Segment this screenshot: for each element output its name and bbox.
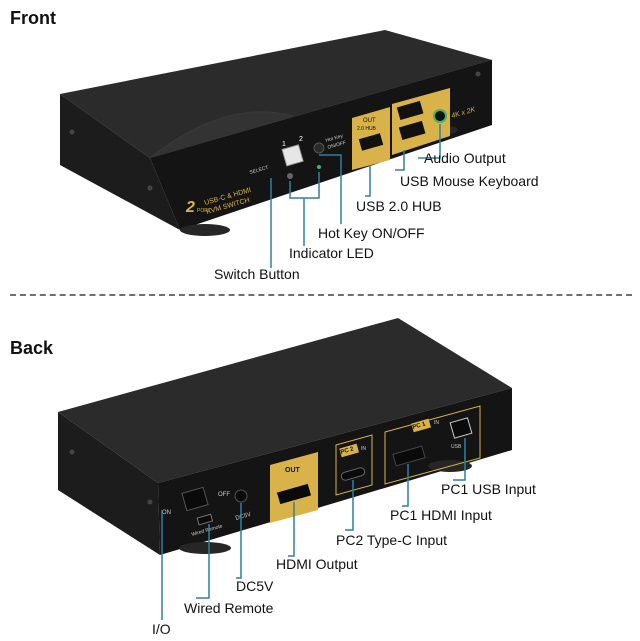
callout-dc5v: DC5V [236, 578, 273, 594]
port-num-1: 1 [282, 141, 286, 148]
callout-hdmi-output: HDMI Output [276, 556, 358, 572]
indicator-led-2 [317, 165, 321, 169]
front-screw-1 [70, 130, 75, 135]
on-label: ON [162, 510, 171, 516]
callout-wired-remote: Wired Remote [184, 600, 273, 616]
callout-audio-output: Audio Output [424, 150, 506, 166]
leader-usb-hub [365, 165, 370, 196]
back-screw-2 [148, 500, 153, 505]
port-num-2: 2 [299, 136, 303, 143]
callout-indicator-led: Indicator LED [289, 245, 374, 261]
back-foot-left [179, 542, 231, 554]
hub-label: 2.0 HUB [357, 126, 377, 132]
back-screw-1 [70, 450, 75, 455]
callout-pc1-usb-input: PC1 USB Input [441, 481, 536, 497]
callout-pc1-hdmi-input: PC1 HDMI Input [390, 507, 492, 523]
section-divider [10, 294, 632, 296]
hotkey-button[interactable] [314, 143, 324, 153]
back-device-illustration: ON OFF DC5V Wired Remote OUT PC 2 IN PC … [0, 300, 640, 641]
callout-usb-mouse-keyboard: USB Mouse Keyboard [400, 173, 539, 189]
callout-switch-button: Switch Button [214, 266, 300, 282]
off-label: OFF [218, 492, 230, 498]
dc5v-jack[interactable] [235, 490, 247, 502]
callout-hotkey: Hot Key ON/OFF [318, 225, 425, 241]
callout-pc2-typec-input: PC2 Type-C Input [336, 532, 447, 548]
hdmi-out-label: OUT [285, 467, 301, 474]
indicator-led-1 [287, 173, 293, 179]
brand-number: 2 [185, 199, 195, 216]
audio-output-jack[interactable] [434, 110, 446, 122]
pc2-in-label: IN [361, 446, 366, 452]
callout-io: I/O [152, 621, 171, 637]
front-screw-3 [476, 72, 481, 77]
front-screw-2 [148, 186, 153, 191]
pc1-in-label: IN [434, 420, 439, 426]
hub-out-label: OUT [363, 118, 376, 124]
front-foot-left [180, 224, 230, 236]
callout-usb-hub: USB 2.0 HUB [356, 198, 442, 214]
usb-label: USB [451, 444, 462, 450]
